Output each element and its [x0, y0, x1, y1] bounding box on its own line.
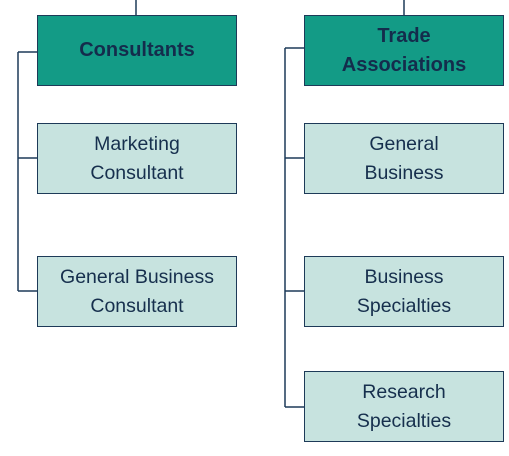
research-specialties-label: Research Specialties: [356, 380, 452, 432]
trade-associations-heading-label: Trade Associations: [341, 24, 467, 76]
general-business-box: General Business: [304, 123, 504, 194]
marketing-consultant-label: Marketing Consultant: [90, 132, 184, 184]
trade-associations-heading-box: Trade Associations: [304, 15, 504, 86]
general-business-label: General Business: [364, 132, 444, 184]
general-business-consultant-label: General Business Consultant: [60, 265, 214, 317]
research-specialties-box: Research Specialties: [304, 371, 504, 442]
consultants-heading-label: Consultants: [79, 39, 195, 61]
marketing-consultant-box: Marketing Consultant: [37, 123, 237, 194]
consultants-heading-box: Consultants: [37, 15, 237, 86]
business-specialties-label: Business Specialties: [356, 265, 452, 317]
business-specialties-box: Business Specialties: [304, 256, 504, 327]
general-business-consultant-box: General Business Consultant: [37, 256, 237, 327]
